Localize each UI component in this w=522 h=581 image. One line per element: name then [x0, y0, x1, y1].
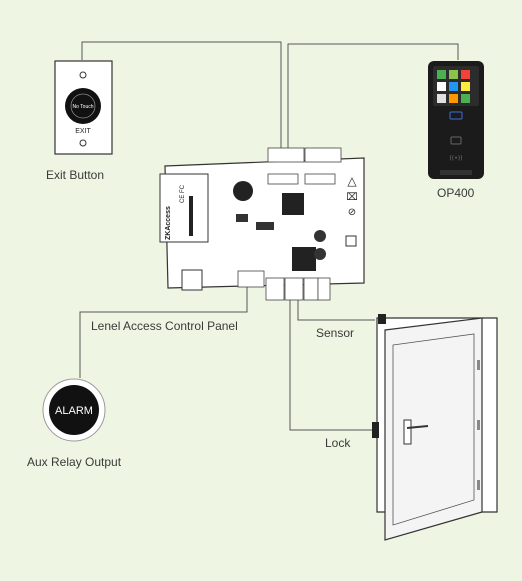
- exit-push-button: [65, 88, 101, 124]
- alarm-text: ALARM: [55, 405, 93, 417]
- exit-button-text: No Touch: [72, 104, 93, 110]
- door: [372, 314, 498, 541]
- terminal-blocks-top: [267, 147, 342, 185]
- lock-label: Lock: [325, 436, 351, 450]
- board-label-sticker: [159, 173, 209, 243]
- door-sensor: [378, 314, 386, 324]
- warning-triangle-icon: △: [347, 174, 357, 188]
- weee-bin-icon: ⌧: [346, 192, 358, 203]
- board-marks: CE FC: [180, 184, 186, 203]
- rfid-icon: ((•)): [450, 155, 463, 162]
- alarm-device: ALARM: [42, 378, 106, 442]
- op400-device: ((•)): [428, 61, 484, 179]
- exit-button-device: No Touch EXIT: [54, 60, 113, 155]
- card-slot-icon: [450, 136, 462, 145]
- door-handle-plate: [403, 419, 412, 445]
- no-sign-icon: ⊘: [348, 207, 356, 218]
- door-leaf: [384, 317, 483, 541]
- door-handle: [406, 425, 429, 429]
- buzzer: [233, 181, 253, 201]
- sensor-label: Sensor: [316, 326, 355, 340]
- wiring-lines: [79, 41, 459, 431]
- reader-screen-tiles: [437, 70, 470, 103]
- exit-button-label: Exit Button: [46, 168, 105, 182]
- op400-label: OP400: [437, 186, 475, 200]
- panel-label: Lenel Access Control Panel: [91, 319, 238, 333]
- exit-caption: EXIT: [75, 128, 91, 135]
- terminal-blocks-bottom: [237, 270, 331, 301]
- board-logo: ZKAccess: [165, 206, 172, 240]
- fingerprint-icon: [449, 111, 463, 120]
- aux-relay-label: Aux Relay Output: [27, 455, 122, 469]
- control-panel-board: CE FC ZKAccess △ ⌧ ⊘: [159, 147, 365, 301]
- door-lock: [372, 422, 379, 438]
